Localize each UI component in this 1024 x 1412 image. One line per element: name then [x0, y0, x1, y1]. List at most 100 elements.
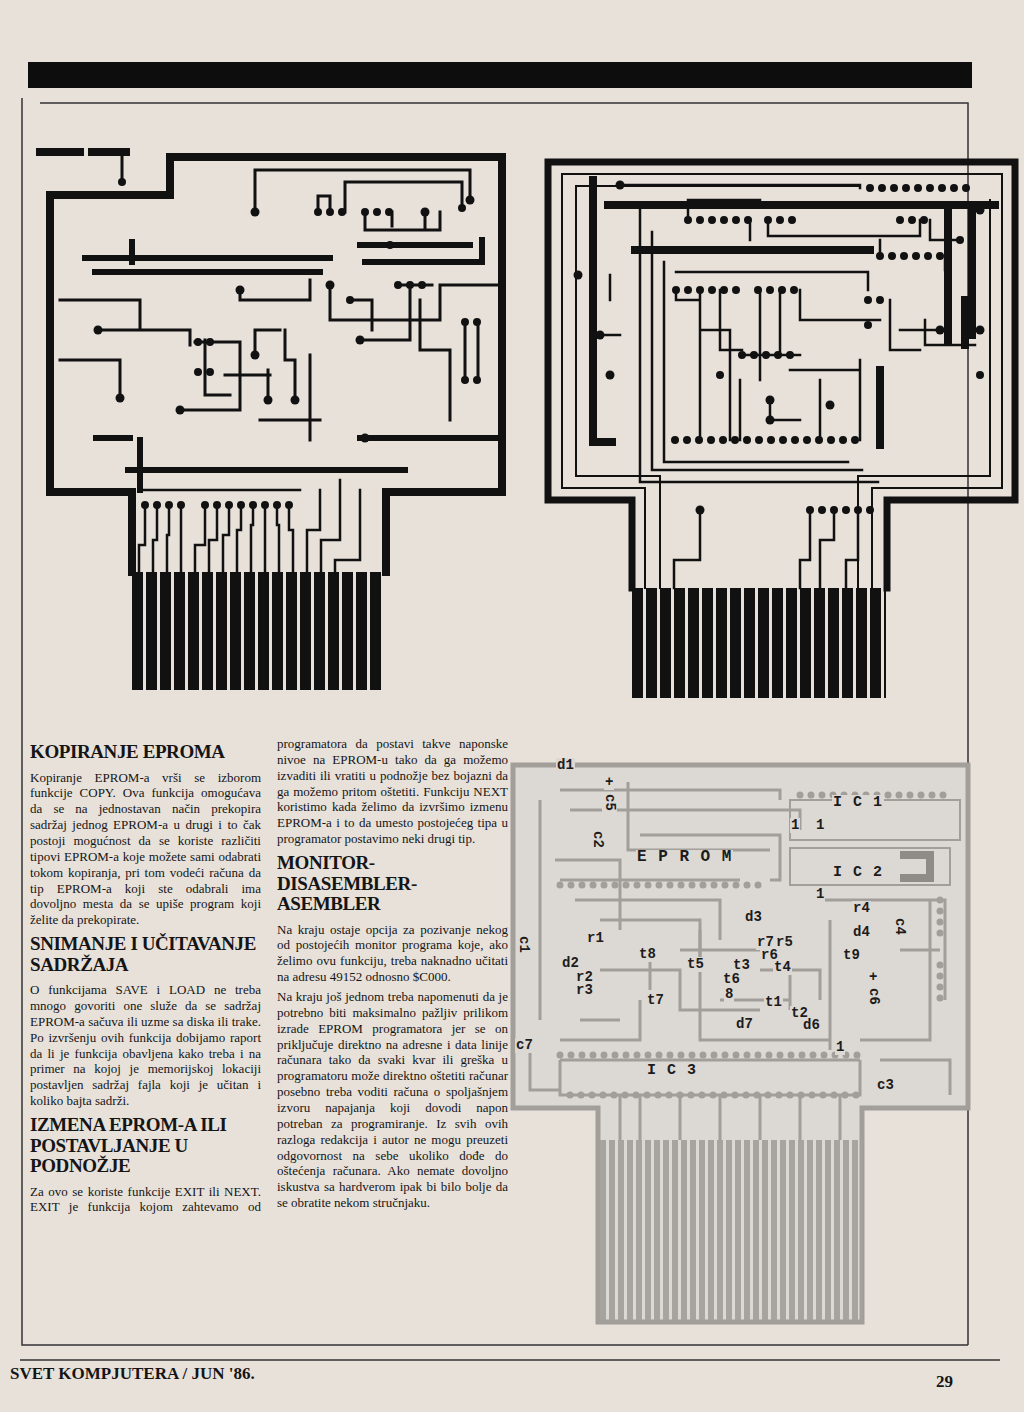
- component-label: d1: [556, 758, 575, 773]
- component-label: E P R O M: [636, 850, 733, 865]
- component-placement-part-part: [937, 965, 944, 1000]
- component-label: c3: [876, 1078, 895, 1093]
- component-placement-part: [530, 782, 960, 1140]
- component-placement-part-part: [900, 855, 930, 878]
- pcb-layout-left-part-part: [361, 434, 370, 443]
- pcb-layout-left-part-part: [458, 204, 466, 212]
- component-placement-part-part: [560, 960, 860, 1095]
- component-label: +: [868, 970, 878, 985]
- component-label: +: [604, 775, 614, 790]
- body-text: Kopiranje EPROM-a vrši se izborom funkci…: [30, 770, 261, 929]
- pcb-layout-right-part-part: [696, 506, 705, 515]
- pcb-layout-right-part-part: [976, 326, 985, 335]
- pcb-layout-right-part-part: [976, 206, 985, 215]
- component-label: t8: [638, 947, 657, 962]
- component-label: t9: [842, 948, 861, 963]
- pcb-layout-left-part: [121, 152, 124, 180]
- pcb-layout-right-part-part: [574, 271, 583, 280]
- pcb-layout-right-part-part: [976, 371, 984, 379]
- pcb-layout-right-part: [574, 181, 985, 515]
- pcb-layout-left-part-part: [466, 196, 475, 205]
- pcb-layout-right-part-part: [870, 184, 972, 192]
- pcb-layout-right-part-part: [675, 436, 860, 444]
- pcb-layout-left-part: [85, 240, 500, 490]
- body-text: Na kraju još jednom treba napomenuti da …: [277, 989, 508, 1211]
- component-placement-part-part: [560, 1052, 860, 1059]
- pcb-layout-left-part: [60, 170, 500, 440]
- component-label: d6: [802, 1018, 821, 1033]
- pcb-layout-left-part-part: [198, 338, 222, 346]
- pcb-layout-right-part: [600, 185, 975, 588]
- component-label: t6: [722, 972, 741, 987]
- component-label: d2: [561, 956, 580, 971]
- component-label: c1: [516, 935, 531, 954]
- pcb-layout-left-part: [50, 157, 502, 572]
- component-label: I C 3: [646, 1063, 698, 1078]
- component-label: c7: [515, 1038, 534, 1053]
- component-placement-part: [560, 795, 950, 1095]
- body-text: Na kraju ostaje opcija za pozivanje neko…: [277, 922, 508, 985]
- pcb-layout-left-part: [40, 148, 126, 156]
- pcb-layout-right: [548, 162, 1015, 698]
- pcb-layout-left-part-part: [356, 336, 365, 345]
- page-frame-part: [28, 62, 972, 88]
- component-placement-part-part: [560, 882, 760, 889]
- page-frame: [20, 62, 1000, 1360]
- pcb-layout-left-part-part: [465, 318, 478, 326]
- component-label: c2: [590, 830, 605, 849]
- component-label: 1: [815, 818, 825, 833]
- pcb-layout-left-part-part: [116, 394, 125, 403]
- component-label: t5: [686, 957, 705, 972]
- pcb-layout-right-part-part: [956, 236, 964, 244]
- pcb-layout-right-part-part: [868, 321, 880, 329]
- pcb-layout-right-part-part: [826, 401, 835, 410]
- component-placement-part-part: [540, 800, 740, 1020]
- component-placement-part-part: [570, 1092, 860, 1099]
- pcb-layout-left-part-part: [346, 296, 354, 304]
- pcb-layout-left-part-part: [251, 351, 260, 360]
- pcb-layout-right-part-part: [716, 371, 724, 379]
- pcb-layout-right-part: [548, 162, 1015, 588]
- component-label: 1: [835, 1040, 845, 1055]
- pcb-layout-right-part-part: [758, 286, 800, 294]
- pcb-layout-left-part-part: [251, 208, 260, 217]
- article-text: KOPIRANJE EPROMAKopiranje EPROM-a vrši s…: [30, 736, 508, 1215]
- component-label: r3: [575, 983, 594, 998]
- component-label: d7: [735, 1017, 754, 1032]
- pcb-layout-left-part-part: [118, 178, 126, 186]
- pcb-layout-left-part-part: [326, 281, 335, 290]
- pcb-layout-right-part: [675, 188, 972, 510]
- pcb-layout-right-part-part: [676, 286, 737, 294]
- pcb-layout-left-part-part: [398, 281, 434, 289]
- pcb-layout-right-part-part: [688, 216, 751, 224]
- pcb-layout-right-part-part: [766, 416, 775, 425]
- component-label: t3: [732, 958, 751, 973]
- pcb-layout-right-part-part: [766, 396, 775, 405]
- component-label: t4: [773, 960, 792, 975]
- component-label: c6: [866, 987, 881, 1006]
- component-placement-part-part: [700, 900, 945, 1050]
- component-label: r1: [586, 931, 605, 946]
- pcb-layout-right-part-part: [880, 252, 946, 260]
- pcb-layout-left-part-part: [421, 208, 430, 217]
- component-placement-part-part: [560, 782, 800, 880]
- component-label: t7: [646, 993, 665, 1008]
- component-label: d4: [852, 925, 871, 940]
- component-label: c4: [892, 917, 907, 936]
- component-label: 8: [724, 987, 734, 1002]
- pcb-layout-left-part-part: [264, 396, 273, 405]
- component-placement-part-part: [560, 950, 760, 1040]
- pcb-layout-right-part: [632, 588, 886, 698]
- pcb-layout-right-part-part: [606, 371, 615, 380]
- component-placement: [513, 765, 968, 1322]
- component-label: 1: [790, 818, 800, 833]
- pcb-layout-left-part-part: [145, 501, 182, 509]
- section-heading: SNIMANJE I UČITAVANJE SADRŽAJA: [30, 934, 261, 975]
- component-label: d3: [744, 910, 763, 925]
- pcb-layout-left-part-part: [465, 376, 478, 384]
- section-heading: MONITOR-DISASEMBLER-ASEMBLER: [277, 853, 508, 915]
- pcb-layout-left-part-part: [205, 501, 290, 509]
- pcb-layout-left: [40, 152, 502, 690]
- pcb-layout-left-part-part: [236, 286, 245, 295]
